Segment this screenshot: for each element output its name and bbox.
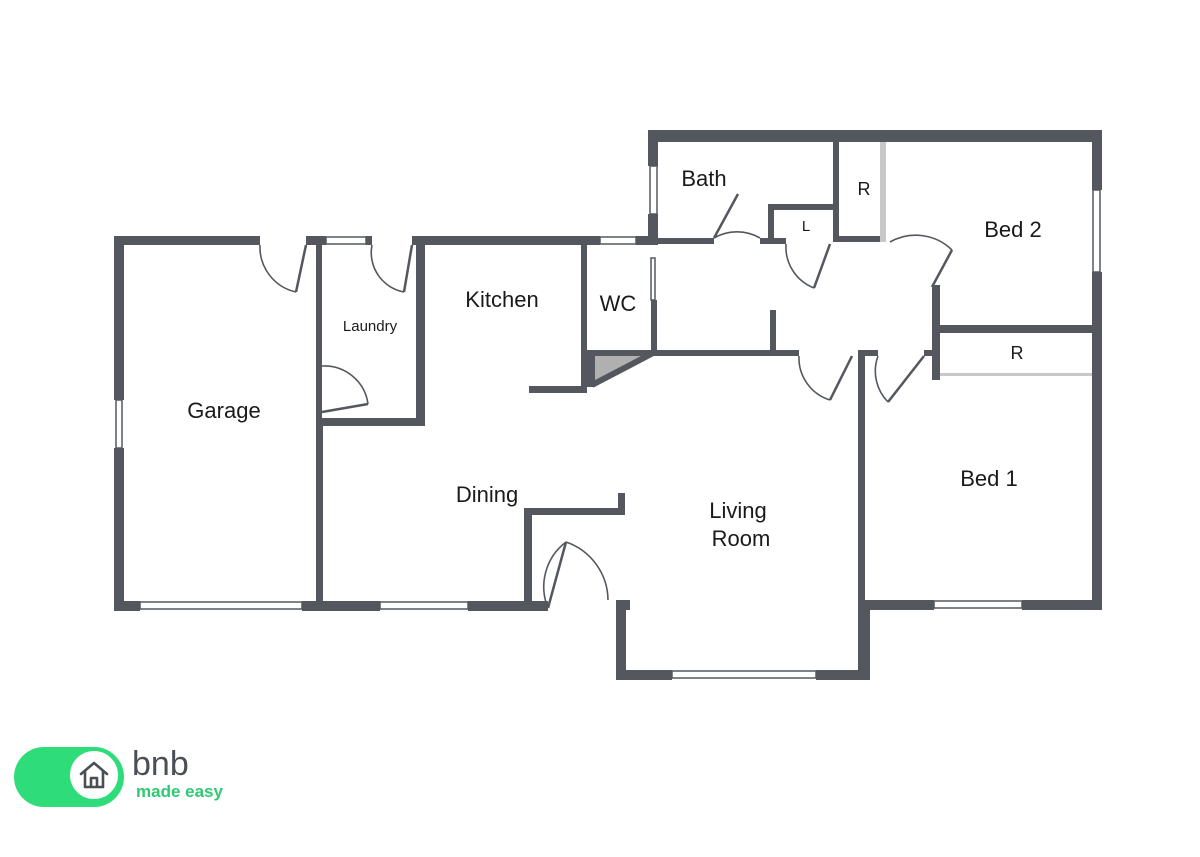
door-leaf xyxy=(321,402,369,414)
windows xyxy=(115,165,1101,679)
door-swing xyxy=(798,355,831,401)
wall xyxy=(858,350,865,610)
wall xyxy=(648,130,658,166)
wall xyxy=(616,600,626,680)
room-label-dining: Dining xyxy=(456,482,518,507)
garage-window xyxy=(115,399,123,449)
wall xyxy=(636,236,658,245)
wall xyxy=(648,214,658,245)
wall xyxy=(412,236,600,245)
door-leaf xyxy=(402,244,414,293)
bed2-window xyxy=(1092,189,1101,273)
room-label-garage: Garage xyxy=(187,398,260,423)
door-leaf xyxy=(712,193,740,239)
room-label-living-line2: Room xyxy=(712,526,771,551)
wall xyxy=(651,300,657,355)
door-leaf xyxy=(930,249,954,288)
wall xyxy=(880,142,886,242)
room-label-linen: L xyxy=(802,218,810,235)
door-swing xyxy=(370,244,405,293)
room-label-living-line1: Living xyxy=(709,498,766,523)
door-swing xyxy=(713,231,761,239)
wall xyxy=(770,310,776,356)
door-swing xyxy=(874,355,889,403)
bed1-window xyxy=(933,600,1023,609)
wall xyxy=(940,373,1092,376)
dining-window xyxy=(379,601,469,610)
wall xyxy=(114,236,260,245)
wall xyxy=(816,670,870,680)
door-swing xyxy=(321,365,369,405)
wall xyxy=(936,325,1098,333)
door-swing xyxy=(543,541,567,609)
wall xyxy=(316,418,425,426)
wall xyxy=(768,204,774,242)
door-swing xyxy=(785,243,815,289)
wall xyxy=(114,236,124,400)
door-leaf xyxy=(546,541,568,609)
doors xyxy=(259,193,954,609)
wall xyxy=(114,448,124,611)
wall xyxy=(768,204,838,210)
wc-window xyxy=(599,236,637,245)
garage-door xyxy=(139,601,303,610)
wall xyxy=(524,508,532,608)
door-swing xyxy=(565,541,609,601)
wall xyxy=(366,236,372,245)
logo-name: bnb xyxy=(132,745,189,783)
wall xyxy=(581,245,587,393)
wall xyxy=(416,236,425,426)
wall xyxy=(858,600,934,610)
wall xyxy=(316,418,323,608)
door-swing xyxy=(889,234,953,251)
wall xyxy=(587,353,595,387)
wall xyxy=(529,386,587,393)
door-swing xyxy=(259,244,297,293)
wall xyxy=(1092,272,1102,610)
wall xyxy=(924,350,936,356)
room-label-laundry: Laundry xyxy=(343,318,398,335)
wall xyxy=(648,130,1102,142)
wall xyxy=(616,670,672,680)
wall xyxy=(858,350,878,356)
brand-logo: bnb made easy xyxy=(14,745,274,809)
bath-window xyxy=(649,165,658,215)
wall xyxy=(524,508,624,515)
walls xyxy=(114,130,1102,680)
wall xyxy=(858,600,870,680)
door-leaf xyxy=(887,355,925,403)
wall xyxy=(468,601,548,611)
room-label-wc: WC xyxy=(600,291,637,316)
room-label-bed2: Bed 2 xyxy=(984,217,1042,242)
room-label-robe-bed2: R xyxy=(858,179,871,199)
room-label-bed1: Bed 1 xyxy=(960,466,1018,491)
door-leaf xyxy=(828,355,854,401)
wall xyxy=(1092,130,1102,190)
wall xyxy=(833,236,883,242)
door-leaf xyxy=(294,244,308,293)
wall xyxy=(114,601,140,611)
room-label-kitchen: Kitchen xyxy=(465,287,538,312)
wall xyxy=(658,238,714,244)
wall xyxy=(587,350,799,356)
wall xyxy=(590,349,657,388)
room-label-bath: Bath xyxy=(681,166,726,191)
door-leaf xyxy=(812,243,832,289)
wall xyxy=(316,236,322,418)
logo-tagline: made easy xyxy=(136,782,223,801)
wall xyxy=(618,493,625,515)
house-icon xyxy=(66,747,122,803)
laundry-window xyxy=(325,236,367,245)
wall xyxy=(302,601,380,611)
wc-partition xyxy=(650,257,656,301)
living-window xyxy=(671,670,817,679)
wall xyxy=(833,142,839,242)
room-label-robe-bed1: R xyxy=(1011,343,1024,363)
wall xyxy=(1022,600,1102,610)
